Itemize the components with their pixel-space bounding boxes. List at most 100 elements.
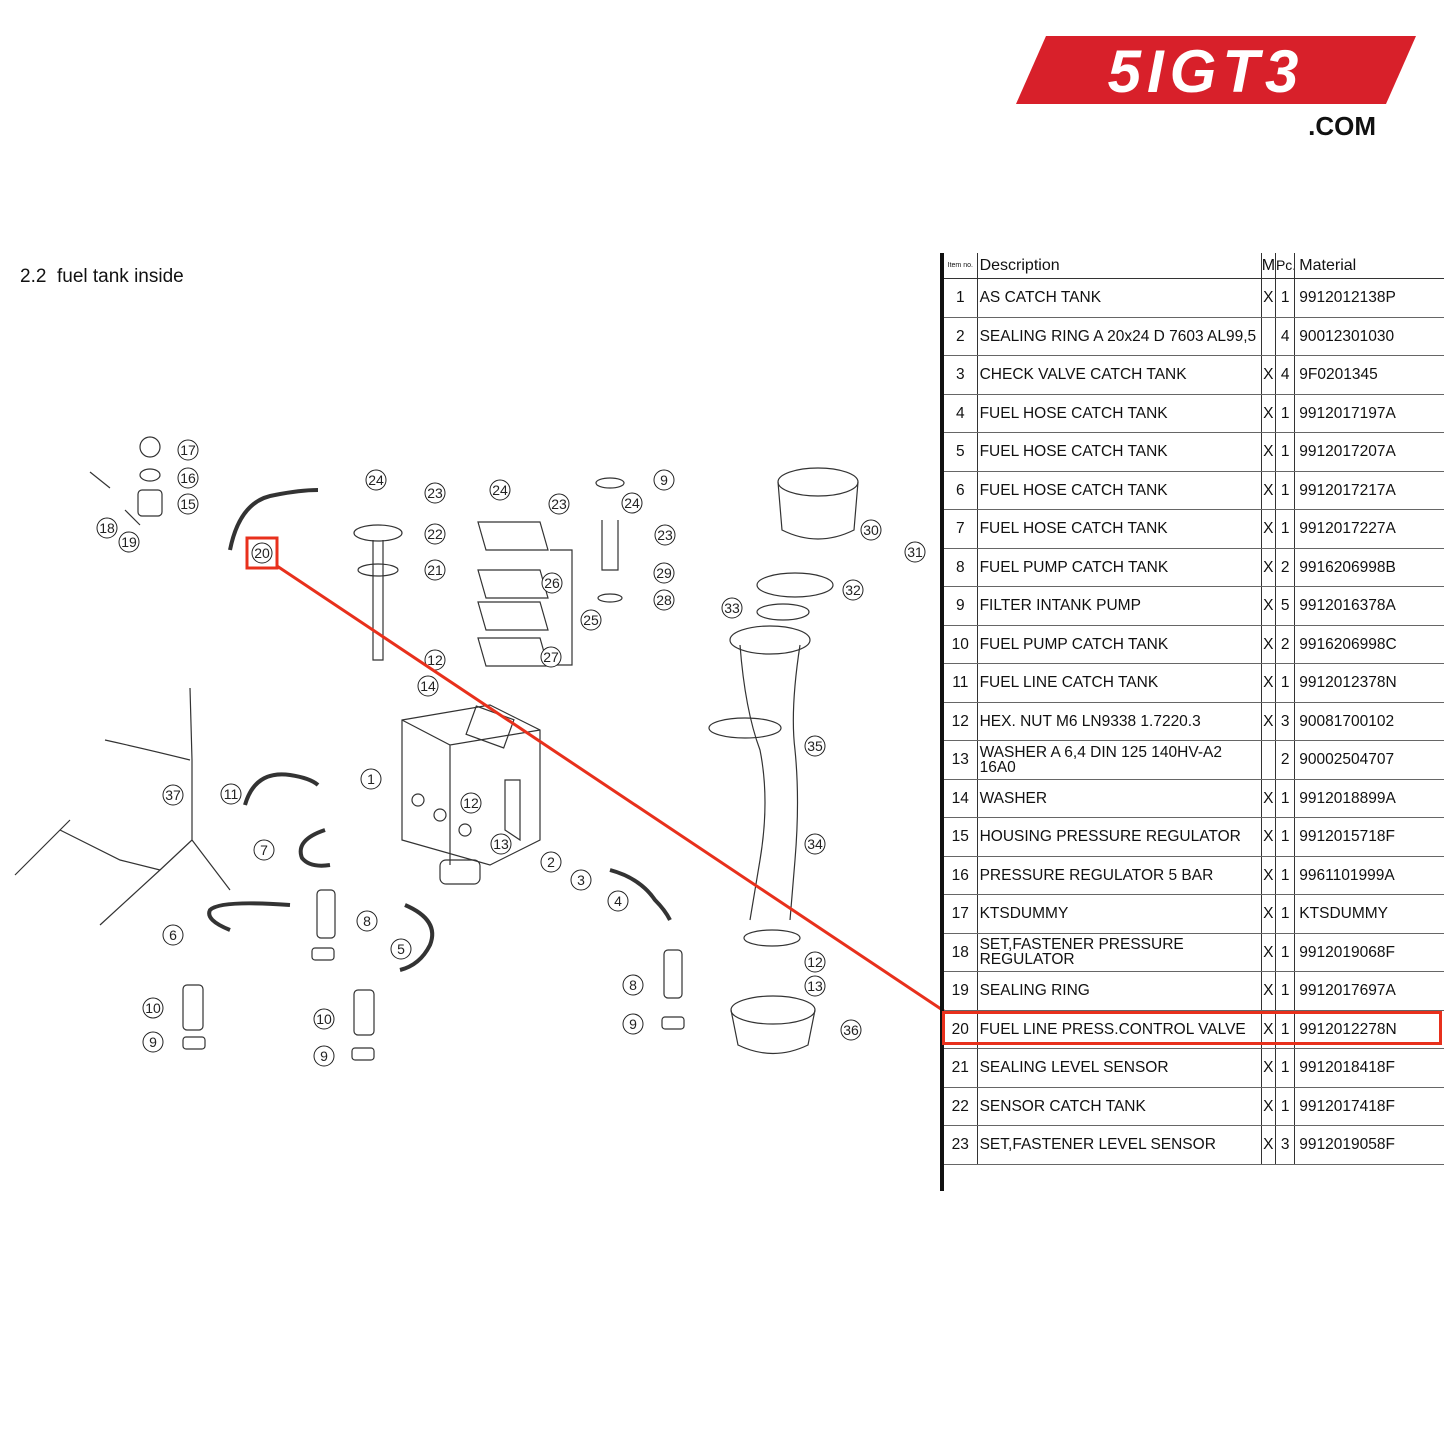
svg-text:12: 12 bbox=[427, 652, 443, 668]
cell-item-no: 19 bbox=[944, 971, 978, 1011]
balloon-12-top: 12 bbox=[424, 649, 446, 671]
svg-text:13: 13 bbox=[493, 836, 509, 852]
sigt3-logo: 5IGT3 .COM bbox=[1016, 36, 1416, 141]
cell-item-no: 21 bbox=[944, 1048, 978, 1088]
balloon-20: 20 bbox=[251, 542, 273, 564]
cell-description: WASHER bbox=[977, 779, 1262, 818]
svg-text:12: 12 bbox=[463, 795, 479, 811]
cell-description: FUEL PUMP CATCH TANK bbox=[977, 625, 1262, 664]
balloon-1: 1 bbox=[360, 768, 382, 790]
cell-material: 9912012138P bbox=[1294, 278, 1444, 318]
svg-text:13: 13 bbox=[807, 978, 823, 994]
cell-quantity: 1 bbox=[1275, 663, 1296, 703]
cell-quantity: 2 bbox=[1275, 548, 1296, 587]
parts-table-header: Item no. Description M Pc. Material bbox=[944, 253, 1444, 279]
svg-text:30: 30 bbox=[863, 522, 879, 538]
svg-text:20: 20 bbox=[254, 545, 270, 561]
balloon-22: 22 bbox=[424, 523, 446, 545]
balloon-8-right: 8 bbox=[622, 974, 644, 996]
cell-description: KTSDUMMY bbox=[977, 894, 1262, 934]
svg-text:8: 8 bbox=[629, 977, 637, 993]
balloon-27: 27 bbox=[540, 646, 562, 668]
cell-description: SEALING RING bbox=[977, 971, 1262, 1011]
cell-m-flag: X bbox=[1261, 432, 1276, 472]
cell-quantity: 1 bbox=[1275, 278, 1296, 318]
cell-item-no: 16 bbox=[944, 856, 978, 895]
balloon-5: 5 bbox=[390, 938, 412, 960]
balloon-33: 33 bbox=[721, 597, 743, 619]
cell-material: 9961101999A bbox=[1294, 856, 1444, 895]
cell-quantity: 5 bbox=[1275, 586, 1296, 626]
header-item-no: Item no. bbox=[944, 253, 978, 279]
cell-description: FUEL PUMP CATCH TANK bbox=[977, 548, 1262, 587]
balloon-32: 32 bbox=[842, 579, 864, 601]
cell-item-no: 13 bbox=[944, 740, 978, 780]
svg-text:24: 24 bbox=[624, 495, 640, 511]
cell-m-flag: X bbox=[1261, 856, 1276, 895]
pressure-regulator-16 bbox=[139, 468, 161, 482]
cell-m-flag: X bbox=[1261, 817, 1276, 857]
svg-text:8: 8 bbox=[363, 913, 371, 929]
cell-item-no: 12 bbox=[944, 702, 978, 741]
svg-text:7: 7 bbox=[260, 842, 268, 858]
table-bottom-rule bbox=[944, 1164, 1444, 1165]
cell-description: WASHER A 6,4 DIN 125 140HV-A2 16A0 bbox=[977, 740, 1262, 780]
balloon-29: 29 bbox=[653, 562, 675, 584]
svg-text:2: 2 bbox=[547, 854, 555, 870]
filter-plate-1 bbox=[477, 521, 549, 551]
tank-port-1 bbox=[411, 793, 425, 807]
balloon-6: 6 bbox=[162, 924, 184, 946]
fastener-set-18 bbox=[89, 471, 141, 526]
filler-cap-housing bbox=[777, 481, 859, 540]
balloon-35: 35 bbox=[804, 735, 826, 757]
balloon-30: 30 bbox=[860, 519, 882, 541]
svg-text:34: 34 bbox=[807, 836, 823, 852]
level-sensor-tube bbox=[372, 540, 384, 661]
balloon-3: 3 bbox=[570, 869, 592, 891]
filler-neck-pipe bbox=[739, 644, 801, 921]
svg-text:3: 3 bbox=[577, 872, 585, 888]
collector-cup bbox=[730, 1009, 816, 1054]
cell-m-flag: X bbox=[1261, 586, 1276, 626]
svg-text:15: 15 bbox=[180, 496, 196, 512]
cell-m-flag: X bbox=[1261, 779, 1276, 818]
cell-material: 9916206998B bbox=[1294, 548, 1444, 587]
balloon-28: 28 bbox=[653, 589, 675, 611]
balloon-13-bottom: 13 bbox=[804, 975, 826, 997]
balloon-21: 21 bbox=[424, 559, 446, 581]
fuel-pump-8a bbox=[316, 889, 336, 939]
cell-quantity: 4 bbox=[1275, 355, 1296, 395]
cell-quantity: 2 bbox=[1275, 740, 1296, 780]
section-number: 2.2 bbox=[20, 266, 47, 287]
svg-text:23: 23 bbox=[427, 485, 443, 501]
svg-text:9: 9 bbox=[629, 1016, 637, 1032]
filter-plate-4 bbox=[477, 637, 549, 667]
cell-description: FUEL HOSE CATCH TANK bbox=[977, 394, 1262, 433]
cell-description: HOUSING PRESSURE REGULATOR bbox=[977, 817, 1262, 857]
svg-text:23: 23 bbox=[551, 496, 567, 512]
cell-item-no: 1 bbox=[944, 278, 978, 318]
cell-material: 9912017697A bbox=[1294, 971, 1444, 1011]
balloon-23a: 23 bbox=[424, 482, 446, 504]
cell-item-no: 17 bbox=[944, 894, 978, 934]
balloon-12-mid: 12 bbox=[460, 792, 482, 814]
pump-post-base bbox=[597, 593, 623, 603]
cell-material: 90081700102 bbox=[1294, 702, 1444, 741]
sensor-37 bbox=[14, 687, 231, 926]
logo-wordmark: 5IGT3 bbox=[1108, 38, 1305, 105]
svg-text:36: 36 bbox=[843, 1022, 859, 1038]
regulator-ring-17 bbox=[139, 436, 161, 458]
svg-text:33: 33 bbox=[724, 600, 740, 616]
